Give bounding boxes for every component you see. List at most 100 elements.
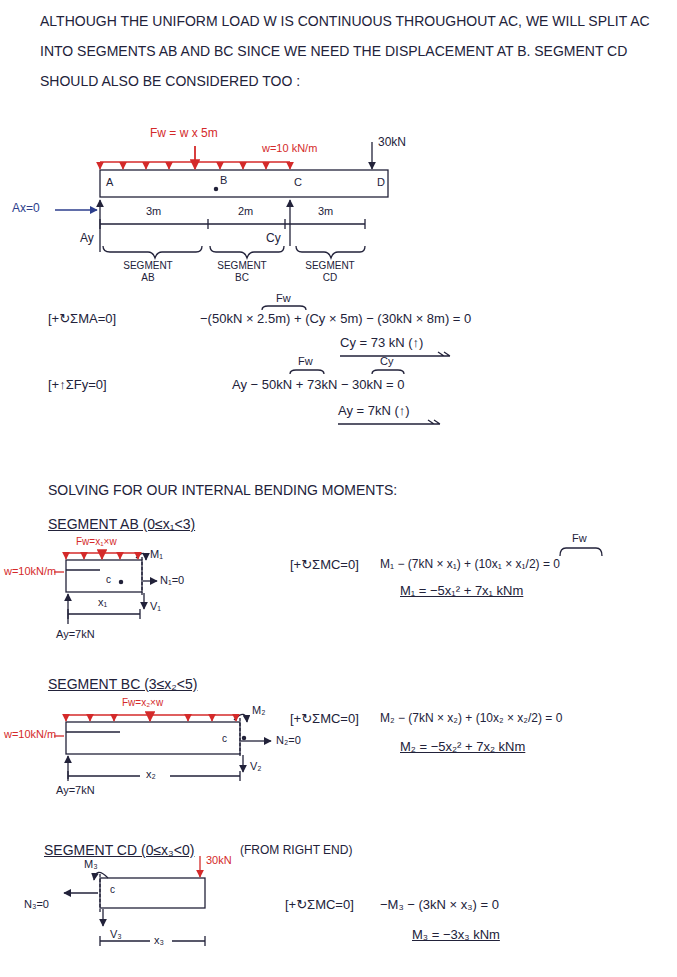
point-label: D [377, 176, 385, 189]
equilibrium-condition: [+↻ΣMC=0] [290, 712, 359, 727]
equation: M₂ − (7kN × x₂) + (10x₂ × x₂/2) = 0 [380, 712, 562, 726]
load-arrow [99, 162, 100, 169]
section-heading: SOLVING FOR OUR INTERNAL BENDING MOMENTS… [48, 482, 397, 498]
equilibrium-condition: [+↻ΣMC=0] [290, 558, 359, 573]
reaction-arrow [55, 209, 97, 210]
normal-force-arrow [143, 580, 157, 581]
resultant-arrow [194, 146, 196, 169]
reaction-arrow [289, 200, 290, 246]
resultant-arrow [101, 550, 103, 559]
shear-force-arrow [102, 909, 103, 926]
term-bracket [372, 370, 404, 374]
dimension-label: x₁ [98, 596, 107, 609]
reaction-label: Cy [266, 232, 281, 246]
normal-force-arrow [64, 892, 98, 893]
dimension-label: 3m [146, 205, 161, 218]
load-label: w=10 kN/m [262, 142, 317, 155]
centroid-dot [242, 736, 245, 739]
load-label: Fw = w x 5m [150, 127, 218, 141]
note-text: (FROM RIGHT END) [240, 844, 352, 858]
section-cut [99, 874, 100, 912]
distributed-load [66, 714, 236, 715]
segment-label: SEGMENT CD [300, 260, 360, 283]
reaction-label: Ax=0 [12, 202, 40, 216]
term-bracket [560, 548, 602, 556]
load-arrow [168, 162, 169, 169]
centroid-dot [119, 580, 122, 583]
load-arrow [137, 553, 138, 559]
reaction-label: Ay=7kN [56, 784, 95, 797]
load-label: Fw=x₁×w [76, 536, 117, 548]
force-label: N₂=0 [276, 734, 301, 747]
section-cut [141, 557, 142, 595]
load-label: 30kN [206, 854, 232, 867]
load-arrow [187, 715, 188, 721]
dimension-label: x₃ [154, 934, 164, 947]
result: Cy = 73 kN (↑) [340, 336, 423, 351]
segment-label: SEGMENT BC [212, 260, 272, 283]
dimension-label: x₂ [146, 768, 156, 781]
force-label: V₃ [110, 928, 122, 941]
load-arrow [83, 553, 84, 559]
load-label: Fw=x₂×w [122, 697, 163, 709]
shear-force-arrow [242, 755, 243, 772]
term-annotation: Fw [298, 355, 313, 368]
dimension-line [100, 219, 365, 229]
moment-arrow [94, 872, 108, 880]
load-label: w=10kN/m [4, 728, 56, 741]
load-label: 30kN [378, 136, 406, 150]
result: M₂ = −5x₂² + 7x₂ kNm [400, 740, 525, 755]
note-text: ALTHOUGH THE UNIFORM LOAD W IS CONTINUOU… [40, 6, 650, 96]
point-label: c [222, 733, 227, 745]
moment-label: M₂ [252, 704, 265, 717]
segment-label: SEGMENT AB [118, 260, 178, 283]
segment-heading: SEGMENT CD (0≤x₃<0) [44, 842, 194, 858]
reaction-label: Ay [80, 232, 94, 246]
load-arrow [145, 162, 146, 169]
moment-arrow [234, 714, 247, 722]
point-load-arrow [371, 142, 372, 169]
point-label: C [294, 176, 302, 189]
reaction-label: Ay=7kN [56, 628, 95, 641]
equation: −M₃ − (3kN × x₃) = 0 [380, 898, 499, 913]
load-arrow [242, 162, 243, 169]
term-bracket [290, 370, 324, 374]
point-label: A [106, 176, 113, 189]
load-arrow [219, 162, 220, 169]
beam-segment [66, 722, 240, 754]
load-arrow [113, 715, 114, 721]
equation: −(50kN × 2.5m) + (Cy × 5m) − (30kN × 8m)… [200, 312, 471, 327]
load-arrow [235, 715, 236, 721]
point-b [214, 187, 217, 190]
load-label: w=10kN/m [4, 565, 56, 578]
beam-segment-line [66, 569, 100, 570]
result: M₁ = −5x₁² + 7x₁ kNm [400, 584, 523, 599]
term-annotation: Fw [572, 532, 587, 545]
result: Ay = 7kN (↑) [338, 404, 410, 419]
term-annotation: Fw [276, 292, 291, 305]
term-bracket [262, 306, 306, 310]
equilibrium-condition: [+↻ΣMA=0] [48, 312, 116, 327]
force-label: V₁ [150, 600, 161, 613]
load-arrow [122, 162, 123, 169]
moment-label: M₃ [84, 858, 98, 871]
section-cut [239, 718, 240, 758]
point-load-arrow [199, 856, 200, 877]
equation: Ay − 50kN + 73kN − 30kN = 0 [232, 378, 404, 393]
segment-heading: SEGMENT BC (3≤x₂<5) [48, 676, 197, 692]
force-label: V₂ [250, 760, 262, 773]
segment-brace [296, 246, 365, 258]
term-annotation: Cy [380, 355, 393, 368]
load-arrow [119, 553, 120, 559]
point-label: c [106, 574, 111, 586]
result-underline [338, 420, 440, 424]
force-label: N₃=0 [24, 898, 49, 911]
dimension-line [68, 609, 140, 619]
load-arrow [65, 553, 66, 559]
segment-brace [210, 246, 284, 258]
beam-segment [66, 560, 142, 592]
point-label: c [110, 884, 115, 896]
beam-segment [100, 878, 205, 908]
